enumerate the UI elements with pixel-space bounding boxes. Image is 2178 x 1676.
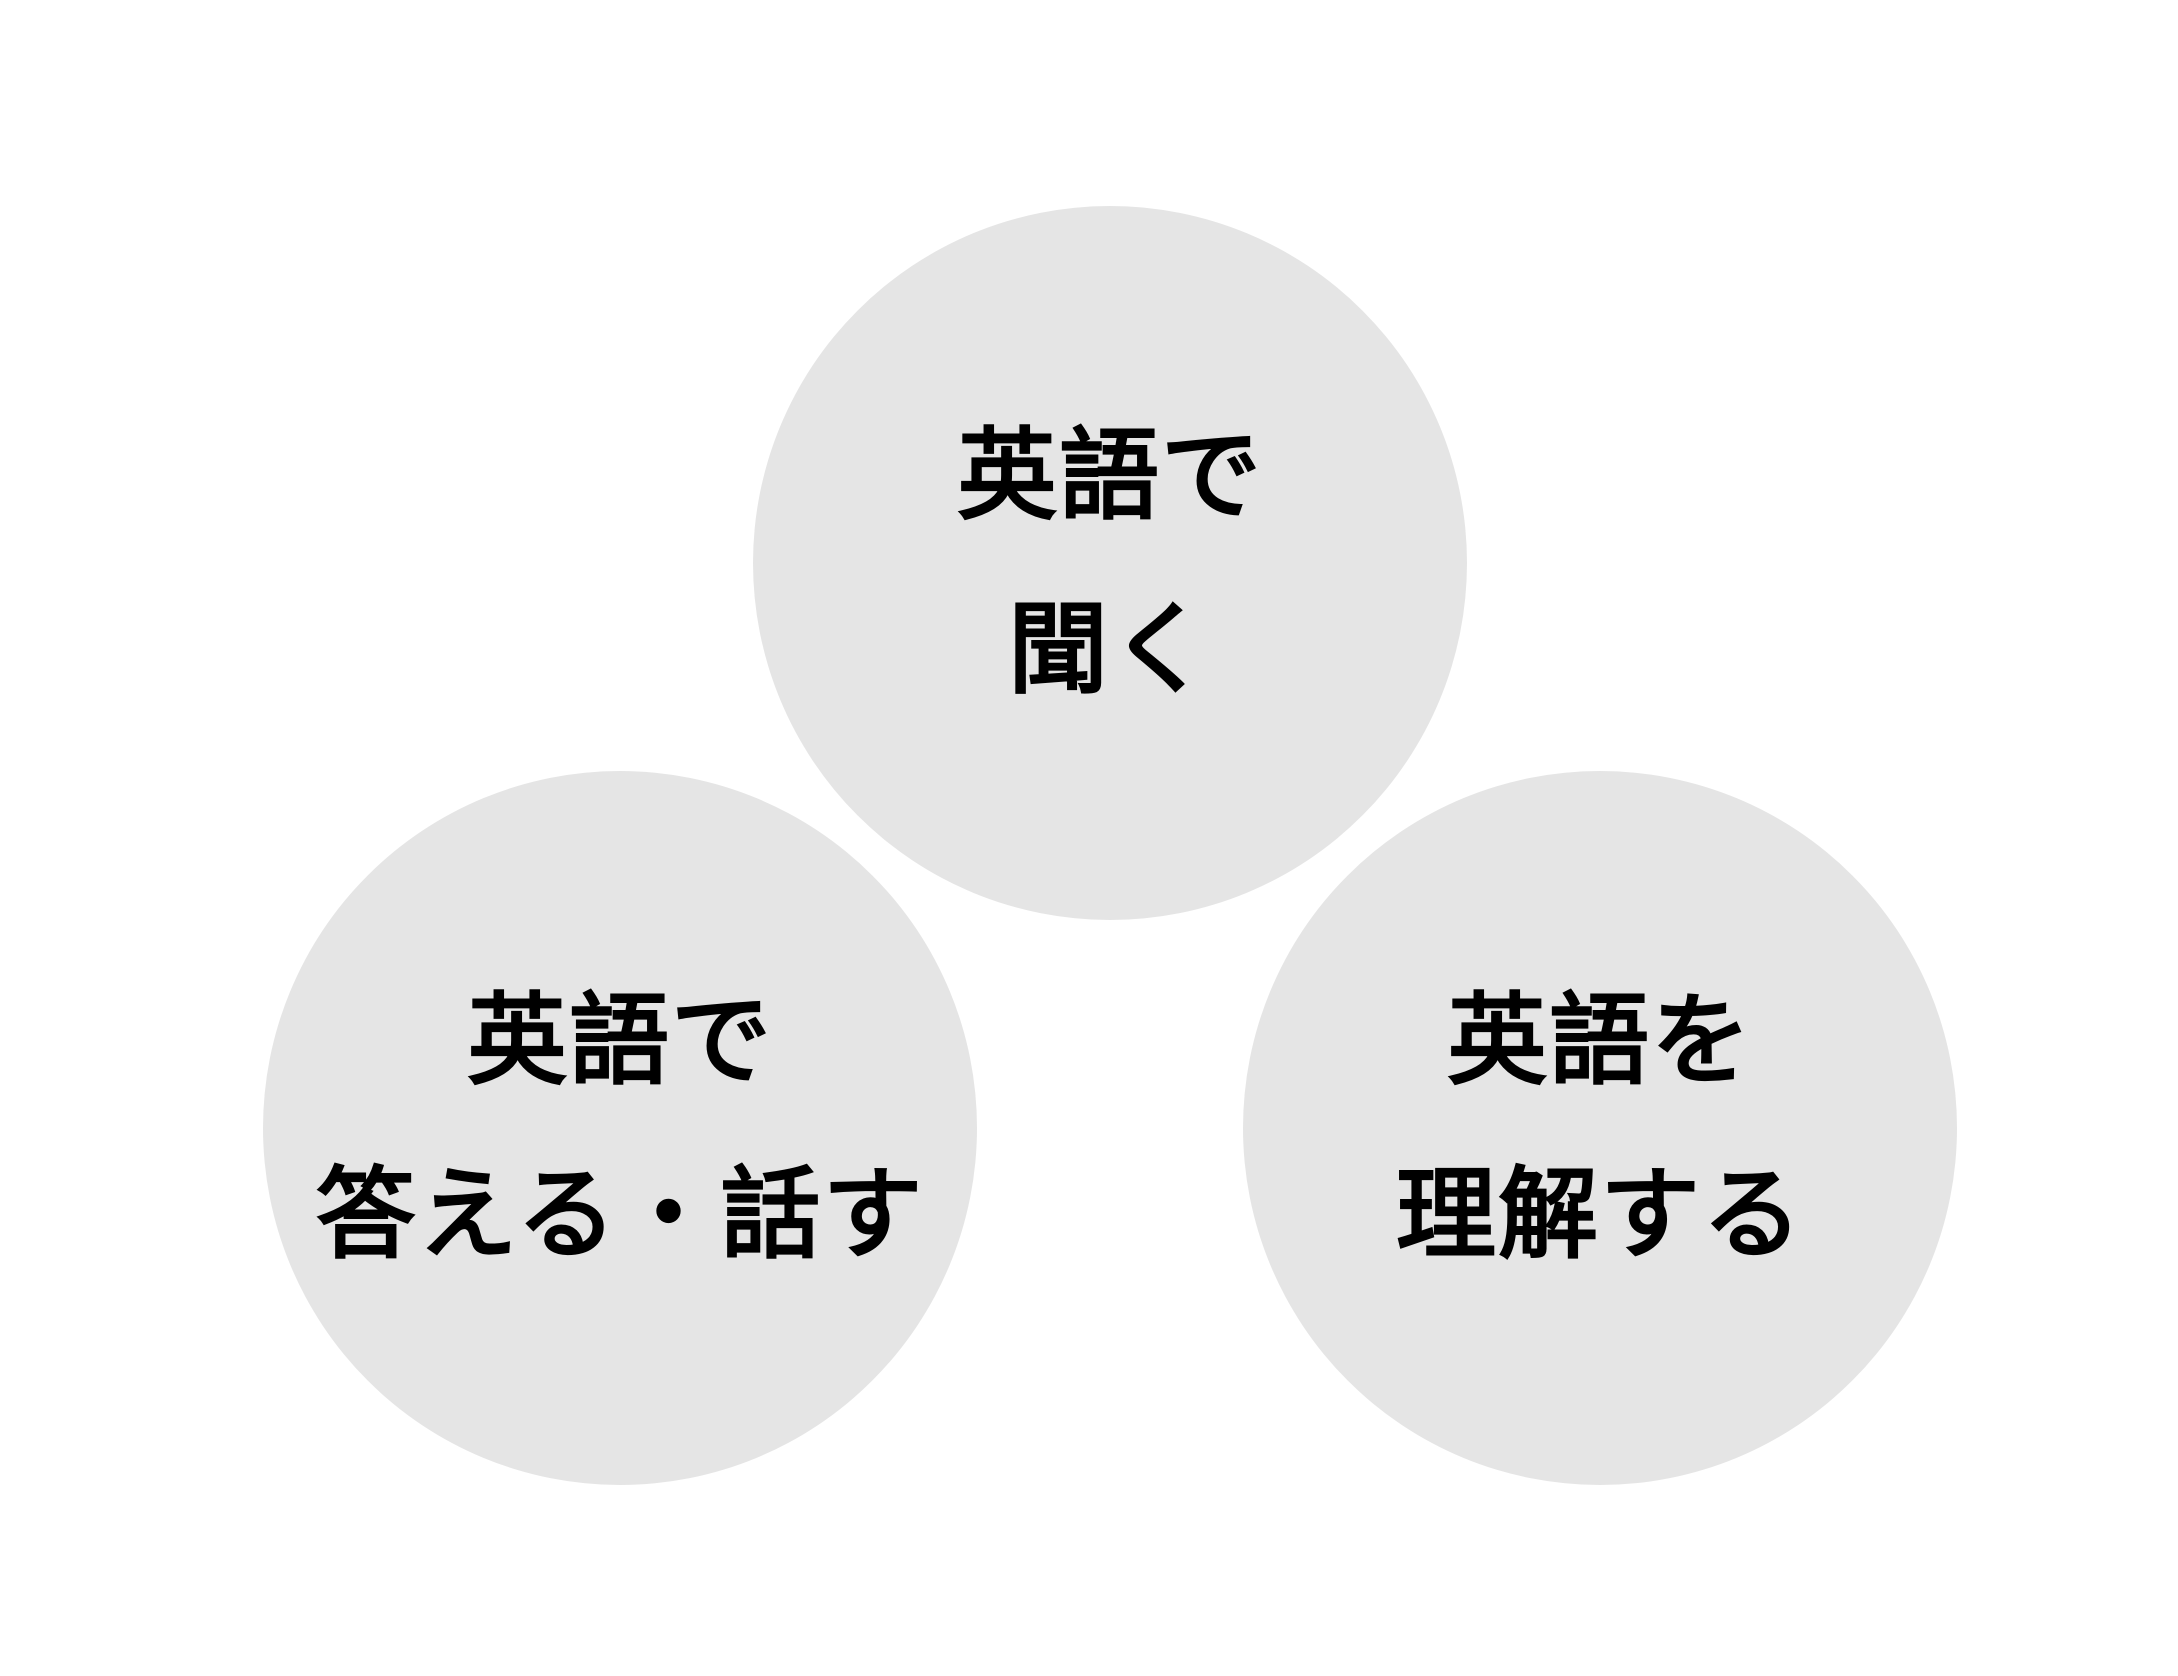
circle-understand: 英語を 理解する	[1243, 771, 1957, 1485]
circle-speak-line2: 答える・話す	[315, 1156, 925, 1273]
circle-listen-line2: 聞く	[1008, 591, 1212, 708]
circle-speak: 英語で 答える・話す	[263, 771, 977, 1485]
circle-listen-line1: 英語で	[957, 417, 1263, 534]
circle-listen: 英語で 聞く	[753, 206, 1467, 920]
circle-speak-line1: 英語で	[467, 982, 773, 1099]
circle-understand-line1: 英語を	[1447, 982, 1753, 1099]
circle-understand-line2: 理解する	[1396, 1156, 1804, 1273]
